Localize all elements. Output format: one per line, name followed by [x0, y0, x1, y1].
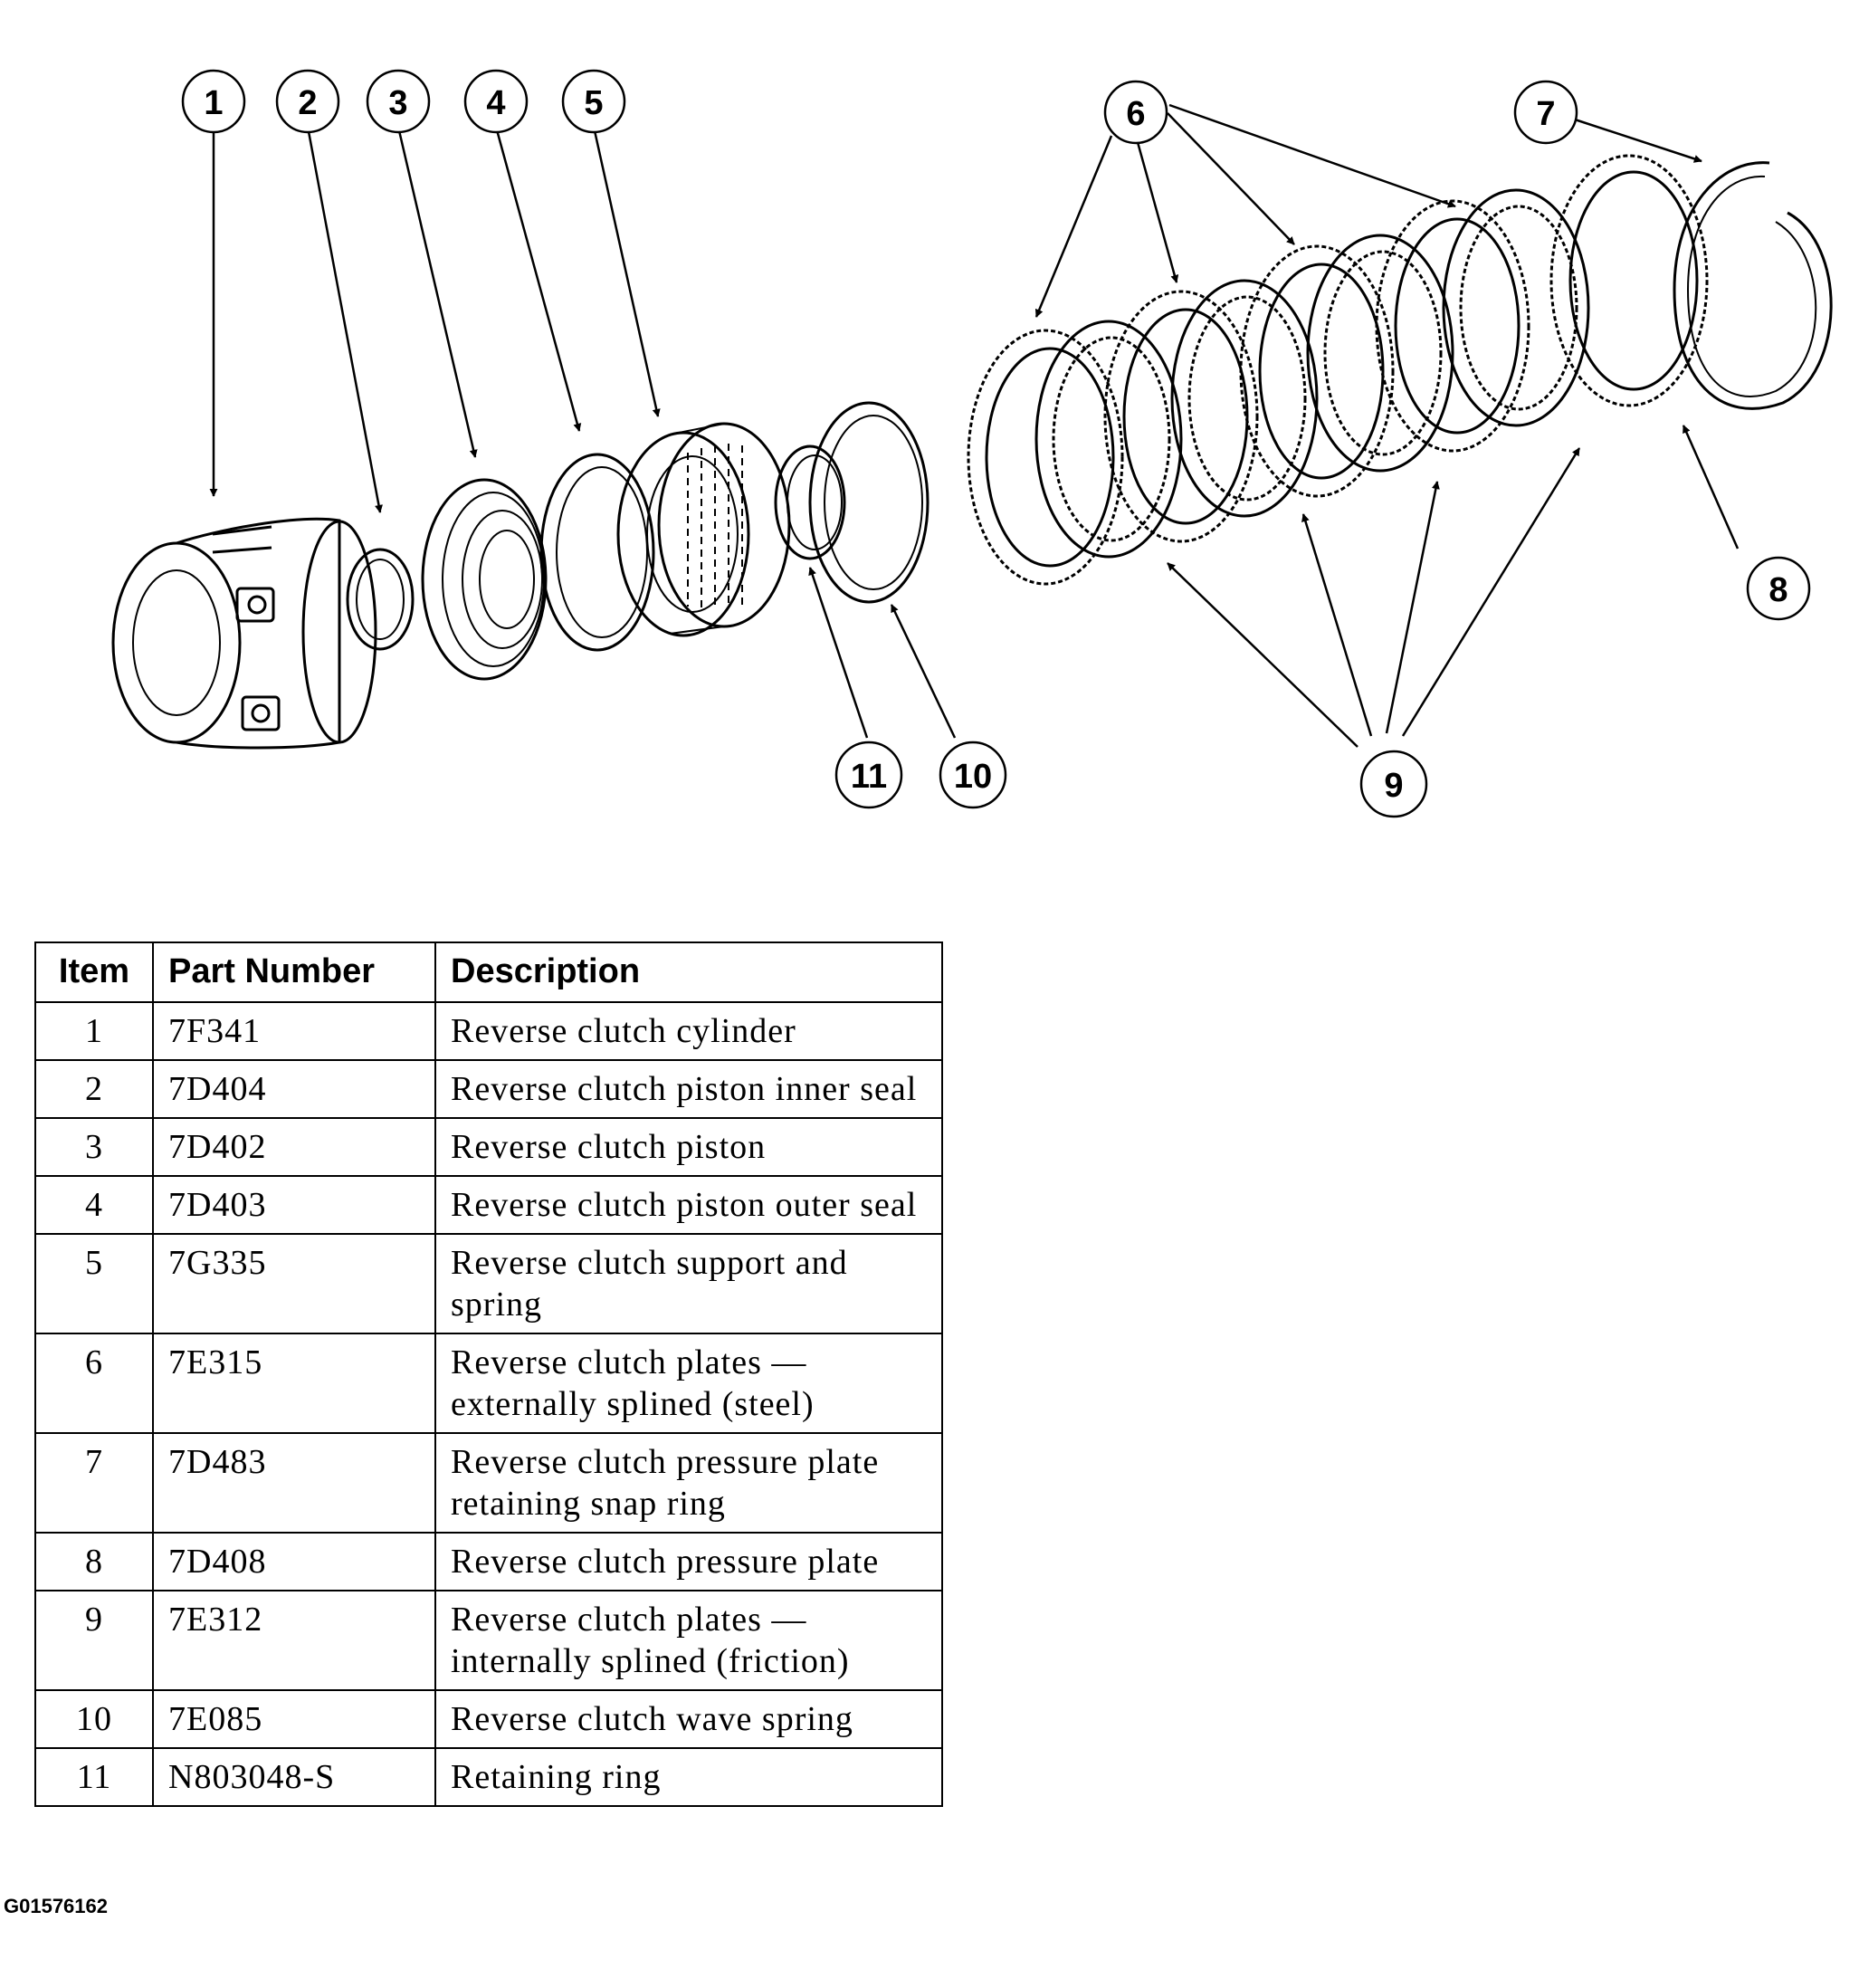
cell-part-number: 7E312: [152, 1590, 436, 1691]
callout-7: 7: [1513, 80, 1578, 145]
cell-part-number: 7E315: [152, 1333, 436, 1434]
cell-part-number: 7D404: [152, 1059, 436, 1119]
cell-description: Reverse clutch plates — externally splin…: [434, 1333, 943, 1434]
cell-item: 1: [34, 1001, 154, 1061]
svg-text:1: 1: [204, 84, 223, 122]
cell-part-number: 7D483: [152, 1432, 436, 1534]
callouts: 1 2 3 4 5 6 7 8: [181, 69, 1811, 818]
table-row: 11 N803048-S Retaining ring: [34, 1747, 943, 1807]
table-row: 6 7E315 Reverse clutch plates — external…: [34, 1333, 943, 1434]
header-description: Description: [434, 941, 943, 1003]
svg-text:6: 6: [1126, 95, 1145, 133]
callout-4: 4: [463, 69, 529, 134]
clutch-support-and-spring-part: [616, 422, 791, 637]
snap-ring-part: [1673, 161, 1833, 410]
callout-10: 10: [939, 741, 1007, 809]
svg-text:5: 5: [584, 84, 603, 122]
svg-text:8: 8: [1768, 571, 1788, 609]
callout-8: 8: [1746, 556, 1811, 621]
svg-text:4: 4: [486, 84, 505, 122]
callout-9: 9: [1359, 750, 1428, 818]
cell-item: 11: [34, 1747, 154, 1807]
parts-table: Item Part Number Description 1 7F341 Rev…: [34, 941, 943, 1807]
exploded-view-diagram: 1 2 3 4 5 6 7 8: [111, 69, 1833, 818]
table-row: 1 7F341 Reverse clutch cylinder: [34, 1001, 943, 1061]
cell-item: 9: [34, 1590, 154, 1691]
cell-item: 4: [34, 1175, 154, 1235]
cell-item: 6: [34, 1333, 154, 1434]
callout-3: 3: [366, 69, 431, 134]
cell-part-number: N803048-S: [152, 1747, 436, 1807]
cell-item: 7: [34, 1432, 154, 1534]
cell-description: Reverse clutch piston inner seal: [434, 1059, 943, 1119]
callout-1: 1: [181, 69, 246, 134]
cell-description: Retaining ring: [434, 1747, 943, 1807]
svg-text:3: 3: [388, 84, 407, 122]
cell-description: Reverse clutch piston outer seal: [434, 1175, 943, 1235]
svg-text:2: 2: [298, 84, 317, 122]
callout-5: 5: [561, 69, 626, 134]
table-row: 7 7D483 Reverse clutch pressure plate re…: [34, 1432, 943, 1534]
table-row: 8 7D408 Reverse clutch pressure plate: [34, 1532, 943, 1591]
cell-part-number: 7D402: [152, 1117, 436, 1177]
table-row: 10 7E085 Reverse clutch wave spring: [34, 1689, 943, 1749]
svg-text:11: 11: [851, 758, 887, 796]
header-item: Item: [34, 941, 154, 1003]
piston-outer-seal-part: [539, 453, 655, 652]
piston-inner-seal-part: [346, 548, 415, 651]
cell-item: 8: [34, 1532, 154, 1591]
callout-6: 6: [1103, 80, 1168, 145]
svg-text:7: 7: [1536, 95, 1555, 133]
cell-description: Reverse clutch pressure plate retaining …: [434, 1432, 943, 1534]
cell-description: Reverse clutch cylinder: [434, 1001, 943, 1061]
clutch-pack-plates: [967, 154, 1709, 586]
leader-lines: [209, 103, 1740, 748]
callout-2: 2: [275, 69, 340, 134]
cell-part-number: 7G335: [152, 1233, 436, 1334]
cell-item: 3: [34, 1117, 154, 1177]
cell-item: 10: [34, 1689, 154, 1749]
reverse-clutch-piston-part: [421, 478, 548, 681]
cell-part-number: 7D403: [152, 1175, 436, 1235]
retaining-ring-part: [774, 444, 846, 560]
cell-description: Reverse clutch piston: [434, 1117, 943, 1177]
callout-11: 11: [834, 741, 903, 809]
cell-description: Reverse clutch support and spring: [434, 1233, 943, 1334]
figure-id: G01576162: [4, 1895, 108, 1917]
header-part-number: Part Number: [152, 941, 436, 1003]
wave-spring-part: [808, 401, 930, 604]
table-row: 2 7D404 Reverse clutch piston inner seal: [34, 1059, 943, 1119]
table-row: 9 7E312 Reverse clutch plates — internal…: [34, 1590, 943, 1691]
reverse-clutch-cylinder-part: [111, 517, 377, 750]
cell-part-number: 7E085: [152, 1689, 436, 1749]
cell-description: Reverse clutch pressure plate: [434, 1532, 943, 1591]
cell-part-number: 7D408: [152, 1532, 436, 1591]
table-header-row: Item Part Number Description: [34, 941, 943, 1003]
svg-text:9: 9: [1384, 767, 1403, 805]
svg-text:10: 10: [954, 758, 992, 796]
cell-part-number: 7F341: [152, 1001, 436, 1061]
table-row: 4 7D403 Reverse clutch piston outer seal: [34, 1175, 943, 1235]
cell-description: Reverse clutch plates — internally splin…: [434, 1590, 943, 1691]
table-row: 3 7D402 Reverse clutch piston: [34, 1117, 943, 1177]
cell-description: Reverse clutch wave spring: [434, 1689, 943, 1749]
cell-item: 5: [34, 1233, 154, 1334]
cell-item: 2: [34, 1059, 154, 1119]
table-row: 5 7G335 Reverse clutch support and sprin…: [34, 1233, 943, 1334]
